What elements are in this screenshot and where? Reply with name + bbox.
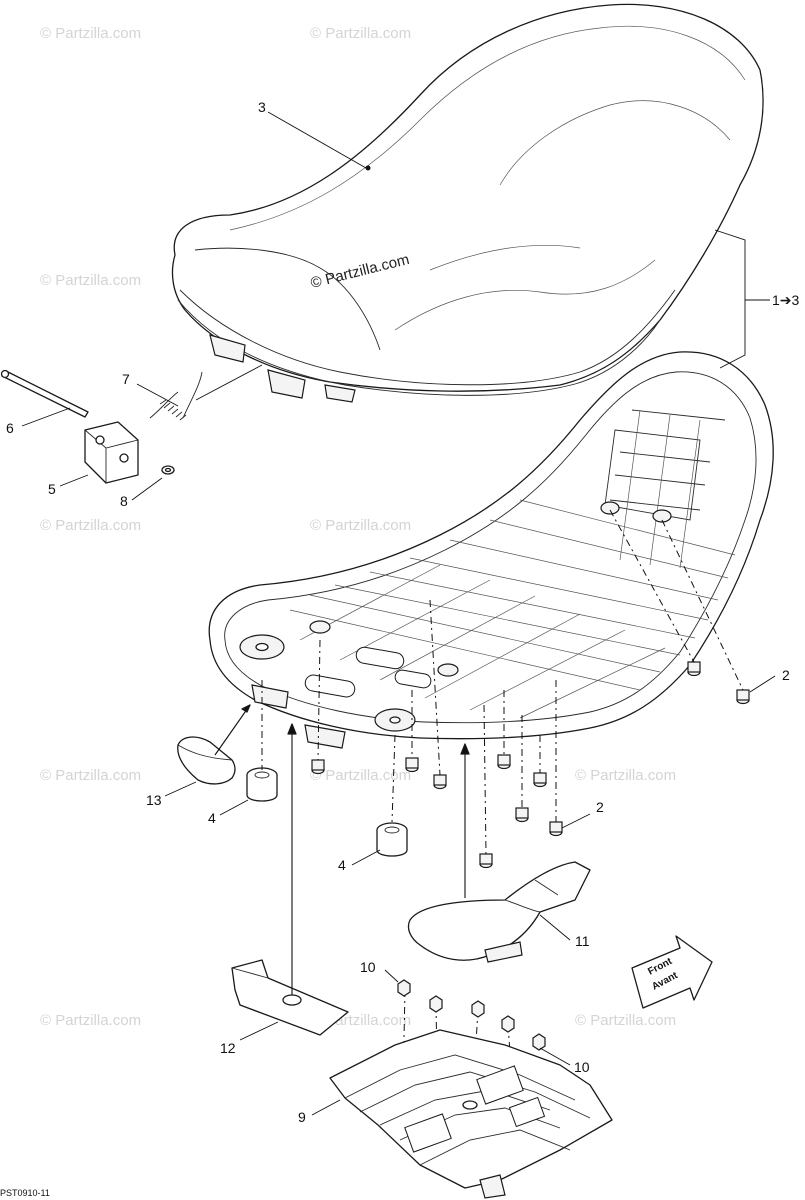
grommet-upper xyxy=(246,767,278,802)
seat-base xyxy=(208,351,774,749)
assembly-bracket: 1➔3 xyxy=(714,229,800,369)
callout-4-lower: 4 xyxy=(338,857,346,873)
watermark: © Partzilla.com xyxy=(40,1012,141,1029)
grommet-lower xyxy=(376,822,408,857)
front-direction-arrow: Front Avant xyxy=(631,935,713,1009)
leader-lines xyxy=(21,111,776,1116)
callout-1-3: 1➔3 xyxy=(772,292,800,308)
callout-10-lower: 10 xyxy=(574,1059,590,1075)
watermark: © Partzilla.com xyxy=(40,25,141,42)
watermark: © Partzilla.com xyxy=(40,272,141,289)
watermark: © Partzilla.com xyxy=(310,25,411,42)
callout-8: 8 xyxy=(120,493,128,509)
callout-13: 13 xyxy=(146,792,162,808)
watermark: © Partzilla.com xyxy=(575,1012,676,1029)
plate xyxy=(231,959,349,1036)
callout-12: 12 xyxy=(220,1040,236,1056)
callout-4-upper: 4 xyxy=(208,810,216,826)
watermark: © Partzilla.com xyxy=(310,517,411,534)
watermark: © Partzilla.com xyxy=(310,767,411,784)
callout-2-lower: 2 xyxy=(596,799,604,815)
callout-6: 6 xyxy=(6,420,14,436)
bolts xyxy=(397,979,546,1051)
latch-bracket xyxy=(84,421,139,484)
nut xyxy=(161,465,175,475)
callout-5: 5 xyxy=(48,481,56,497)
watermark: © Partzilla.com xyxy=(575,767,676,784)
watermark: © Partzilla.com xyxy=(40,767,141,784)
seat-cushion: © Partzilla.com xyxy=(171,3,764,403)
callout-9: 9 xyxy=(298,1109,306,1125)
bumper xyxy=(177,736,236,785)
watermark: © Partzilla.com xyxy=(40,517,141,534)
callout-7: 7 xyxy=(122,371,130,387)
heat-shield xyxy=(407,861,591,963)
callout-3: 3 xyxy=(258,99,266,115)
skid-plate xyxy=(329,1029,613,1199)
drawing-code: PST0910-11 xyxy=(0,1188,50,1198)
latch-rod xyxy=(0,369,89,418)
callout-10-upper: 10 xyxy=(360,959,376,975)
spring xyxy=(149,371,203,421)
callout-labels: 3 7 6 5 8 2 2 13 4 4 11 10 10 12 9 xyxy=(6,99,790,1125)
callout-11: 11 xyxy=(575,933,590,949)
callout-2-upper: 2 xyxy=(782,667,790,683)
